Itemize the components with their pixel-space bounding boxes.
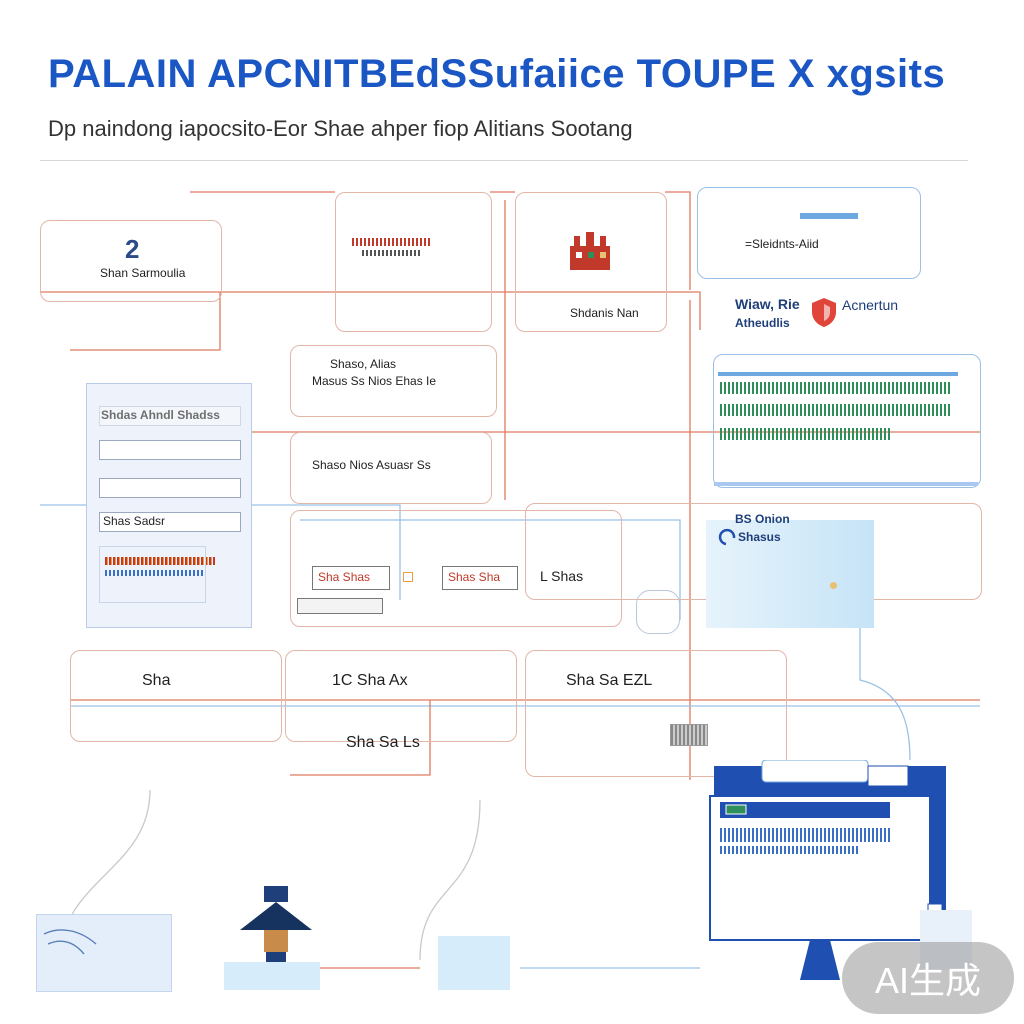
building-icon [570,232,610,270]
ai-generated-watermark: AI生成 [842,942,1014,1014]
node-top-center [335,192,492,332]
alert-side-label: Acnertun [842,297,899,313]
node-lower-1 [70,650,282,742]
cyan-connector-dot [830,582,837,589]
wire-top-red [40,291,701,330]
left-caption: Shan Sarmoulia [100,266,186,280]
small-box-2-label: Shas Sha [448,570,501,584]
connector-dot-mid [403,572,413,582]
panel-bars-2 [105,570,205,576]
node-lower-3 [525,650,787,777]
mid-text-2: Masus Ss Nios Ehas Ie [312,374,437,388]
wire-top-frame [190,191,691,290]
panel-field-1[interactable] [99,406,241,426]
top-right-label: Shdanis Nan [570,306,639,320]
top-right-box-label: =Sleidnts-Aiid [745,237,819,251]
left-number: 2 [125,234,140,264]
lower-label-3: Sha Sa EZL [566,672,653,689]
header-divider [40,160,968,161]
bars-bottom-strip [714,482,978,486]
bars-row-3 [720,428,890,440]
alert-subtitle: Atheudlis [735,316,790,330]
small-box-2 [442,566,518,590]
wire-bottom-red [290,700,431,776]
hand-sketch-icon [43,929,97,955]
panel-field-2[interactable] [99,440,241,460]
bottom-mid-block [438,936,510,990]
small-box-1b [297,598,383,614]
top-right-strip [800,213,858,219]
panel-header: Shdas Ahndl Shadss [101,408,220,422]
node-mid-2 [290,432,492,504]
cyan-title: BS Onion [735,512,790,526]
top-center-bars-2 [362,250,422,256]
server-stack-icon [670,724,708,746]
cloud-icon [718,528,736,546]
small-box-3-label: L Shas [540,568,584,584]
shield-icon [812,298,836,327]
node-top-right-box [697,187,921,279]
mid-text-1: Shaso, Alias [330,357,397,371]
cyan-sub: Shasus [738,530,781,544]
node-mid-1 [290,345,497,417]
panel-field-4[interactable] [99,512,241,532]
bars-top-strip [718,372,958,376]
junction-circle [636,590,680,634]
panel-inner-box [99,546,206,603]
node-mid-3 [290,510,622,627]
small-box-1 [312,566,390,590]
node-top-right [515,192,667,332]
wire-bottom-loop-2 [419,799,481,961]
wire-left-red [70,292,221,351]
bars-row-2 [720,404,950,416]
lamp-icon [240,886,312,964]
lower-label-1: Sha [142,672,171,689]
wire-right-loop [859,585,911,761]
lower-label-4: Sha Sa Ls [346,734,420,751]
diagram-subtitle: Dp naindong iapocsito-Eor Shae ahper fio… [48,116,633,141]
alert-title: Wiaw, Rie [735,296,800,312]
panel-field-3[interactable] [99,478,241,498]
left-form-panel: Shdas Ahndl Shadss Shas Sadsr [86,383,252,628]
diagram-title: PALAIN APCNITBEdSSufaiice TOUPE X xgsits [48,52,946,96]
small-box-1-label: Sha Shas [318,570,371,584]
top-center-bars [352,238,432,246]
node-right-bars [713,354,981,488]
wire-mid-blue [300,519,681,620]
lower-label-2: 1C Sha Ax [332,672,408,689]
bottom-left-block [36,914,172,992]
panel-small-label: Shas Sadsr [103,514,166,528]
node-lower-2 [285,650,517,742]
base-platform-center [224,962,320,990]
panel-bars-colored [105,557,215,565]
mid-text-3: Shaso Nios Asuasr Ss [312,458,431,472]
bars-row-1 [720,382,950,394]
node-left-top [40,220,222,302]
